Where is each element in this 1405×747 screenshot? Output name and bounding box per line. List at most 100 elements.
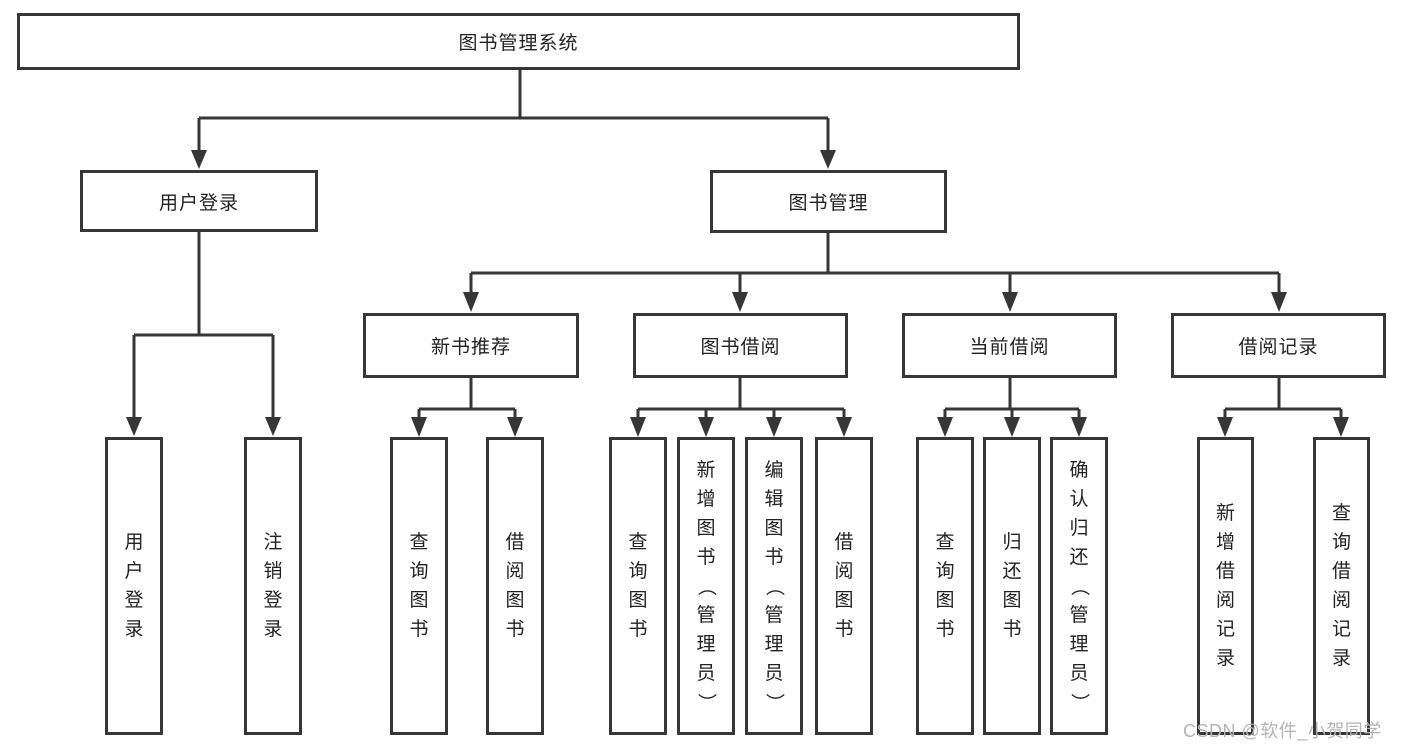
connector-book-borrowing-to-leaves xyxy=(630,378,852,437)
vertical-char: 增 xyxy=(696,488,716,510)
vertical-char: 理 xyxy=(764,633,784,655)
node-borrowing-records: 借阅记录 xyxy=(1171,313,1386,378)
vertical-char: 图 xyxy=(834,590,854,611)
vertical-char: 还 xyxy=(1069,546,1089,568)
vertical-char: （ xyxy=(695,576,717,596)
vertical-char: 登 xyxy=(124,590,144,611)
vertical-char: 借 xyxy=(1331,561,1351,582)
vertical-char: 书 xyxy=(935,619,955,640)
vertical-char: 查 xyxy=(1331,503,1351,524)
node-borrow-books-leaf: 借阅图书 xyxy=(815,437,873,735)
vertical-char: 书 xyxy=(1002,619,1022,640)
vertical-char: 编 xyxy=(764,459,784,481)
node-logout: 注销登录 xyxy=(244,437,302,735)
vertical-char: 记 xyxy=(1215,619,1235,640)
vertical-char: 询 xyxy=(628,561,648,582)
connector-user-login-to-leaves xyxy=(126,232,281,436)
node-query-borrow-record: 查询借阅记录 xyxy=(1313,437,1370,735)
vertical-char: ） xyxy=(763,692,785,712)
node-current-borrowing: 当前借阅 xyxy=(902,313,1117,378)
vertical-char: 录 xyxy=(263,619,283,640)
vertical-char: 阅 xyxy=(834,561,854,582)
vertical-char: 认 xyxy=(1069,488,1089,510)
vertical-char: 书 xyxy=(764,546,784,568)
vertical-char: 查 xyxy=(935,532,955,553)
vertical-char: 新 xyxy=(1215,503,1235,524)
node-label: 图书管理系统 xyxy=(458,33,579,54)
vertical-char: 阅 xyxy=(1331,590,1351,611)
vertical-char: 录 xyxy=(124,619,144,640)
node-query-books-current: 查询图书 xyxy=(916,437,974,735)
vertical-char: 理 xyxy=(696,633,716,655)
vertical-char: 录 xyxy=(1215,648,1235,669)
vertical-char: 借 xyxy=(834,532,854,553)
vertical-char: 注 xyxy=(263,532,283,553)
vertical-char: 管 xyxy=(696,604,716,626)
node-label: 当前借阅 xyxy=(969,337,1050,358)
node-label: 新书推荐 xyxy=(430,337,511,358)
vertical-char: 销 xyxy=(263,561,283,582)
vertical-char: 辑 xyxy=(764,488,784,510)
node-add-borrow-record: 新增借阅记录 xyxy=(1197,437,1254,735)
vertical-char: 户 xyxy=(124,561,144,582)
vertical-char: 图 xyxy=(409,590,429,611)
vertical-char: 确 xyxy=(1069,459,1089,481)
vertical-char: 员 xyxy=(696,662,716,684)
vertical-char: 书 xyxy=(696,546,716,568)
node-label: 图书借阅 xyxy=(700,337,781,358)
vertical-char: 管 xyxy=(764,604,784,626)
node-system-root: 图书管理系统 xyxy=(17,13,1020,70)
vertical-char: 用 xyxy=(124,532,144,553)
vertical-char: 增 xyxy=(1215,532,1235,553)
node-add-book-admin: 新增图书（管理员） xyxy=(677,437,735,735)
vertical-char: 询 xyxy=(935,561,955,582)
vertical-char: 借 xyxy=(505,532,525,553)
connector-current-borrowing-to-leaves xyxy=(937,378,1087,437)
connector-borrowing-records-to-leaves xyxy=(1217,378,1349,437)
vertical-char: 书 xyxy=(628,619,648,640)
vertical-char: 询 xyxy=(1331,532,1351,553)
vertical-char: 借 xyxy=(1215,561,1235,582)
node-return-books: 归还图书 xyxy=(983,437,1041,735)
node-label: 图书管理 xyxy=(788,193,869,214)
vertical-char: 阅 xyxy=(1215,590,1235,611)
connector-book-management-to-level3 xyxy=(463,232,1287,312)
vertical-char: 询 xyxy=(409,561,429,582)
vertical-char: 录 xyxy=(1331,648,1351,669)
vertical-char: 图 xyxy=(628,590,648,611)
vertical-char: 理 xyxy=(1069,633,1089,655)
node-label: 借阅记录 xyxy=(1238,337,1319,358)
vertical-char: 图 xyxy=(696,517,716,539)
vertical-char: 归 xyxy=(1069,517,1089,539)
vertical-char: 书 xyxy=(409,619,429,640)
node-user-login: 用户登录 xyxy=(80,170,318,232)
vertical-char: 阅 xyxy=(505,561,525,582)
node-query-books-borrowing: 查询图书 xyxy=(609,437,667,735)
vertical-char: 新 xyxy=(696,459,716,481)
node-user-login-leaf: 用户登录 xyxy=(105,437,163,735)
vertical-char: 记 xyxy=(1331,619,1351,640)
vertical-char: （ xyxy=(763,576,785,596)
node-new-book-recommend: 新书推荐 xyxy=(363,313,579,378)
vertical-char: 图 xyxy=(764,517,784,539)
vertical-char: 图 xyxy=(935,590,955,611)
vertical-char: 员 xyxy=(1069,662,1089,684)
vertical-char: 查 xyxy=(409,532,429,553)
node-edit-book-admin: 编辑图书（管理员） xyxy=(745,437,803,735)
vertical-char: 还 xyxy=(1002,561,1022,582)
vertical-char: 查 xyxy=(628,532,648,553)
vertical-char: 书 xyxy=(505,619,525,640)
vertical-char: 图 xyxy=(1002,590,1022,611)
vertical-char: （ xyxy=(1068,576,1090,596)
node-confirm-return-admin: 确认归还（管理员） xyxy=(1050,437,1108,735)
vertical-char: 书 xyxy=(834,619,854,640)
node-borrow-books-recommend: 借阅图书 xyxy=(486,437,544,735)
vertical-char: 图 xyxy=(505,590,525,611)
node-book-borrowing: 图书借阅 xyxy=(633,313,848,378)
connector-new-book-recommend-to-leaves xyxy=(411,378,523,437)
node-book-management: 图书管理 xyxy=(710,170,947,233)
vertical-char: 管 xyxy=(1069,604,1089,626)
csdn-watermark: CSDN @软件_小贺同学 xyxy=(1183,721,1382,741)
